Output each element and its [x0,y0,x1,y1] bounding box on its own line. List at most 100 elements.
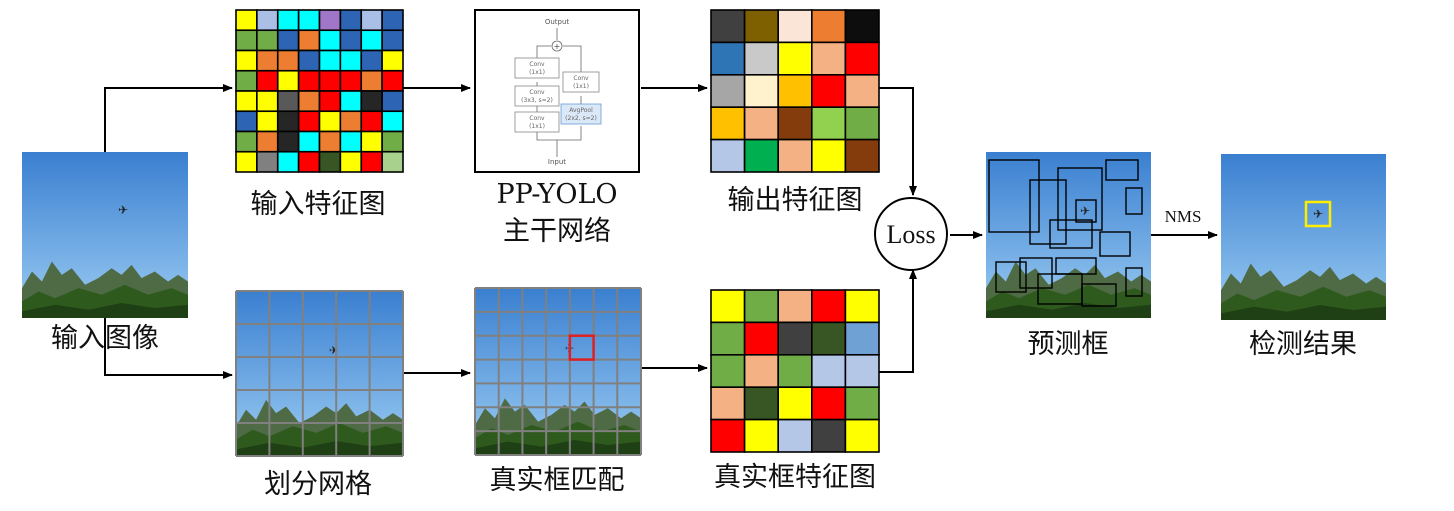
conv-box-bottom-left [514,111,560,133]
feature-cell [381,29,404,52]
feature-cell [318,130,342,153]
conv-box-bottom-left-l2: (1x1) [529,123,545,130]
feature-cell [810,74,847,109]
feature-cell [844,418,880,453]
grid-split-image: ✈ [235,290,404,457]
feature-cell [297,130,321,153]
feature-cell [318,29,342,52]
feature-cell [710,106,746,141]
feature-cell [297,49,321,72]
feature-cell [743,106,779,141]
feature-cell [297,69,321,92]
pred-box [1125,187,1143,215]
arrow-gtfeature-to-loss [879,269,917,373]
label-input-image: 输入图像 [51,323,159,354]
feature-cell [810,138,847,173]
label-detection-result: 检测结果 [1249,329,1357,360]
connectors [104,84,1218,379]
feature-cell [743,353,779,388]
feature-cell [339,49,363,72]
feature-cell [844,41,880,76]
arrow-output-to-loss [879,87,917,196]
feature-cell [360,110,383,133]
feature-cell [710,9,746,44]
feature-cell [339,130,363,153]
feature-cell [710,418,746,453]
feature-cell [777,353,813,388]
loss-circle [874,197,948,271]
feature-cell [318,69,342,92]
feature-cell [235,110,258,133]
conv-box-top-left [514,57,560,79]
backbone-input-label: Input [548,158,566,166]
feature-cell [381,110,404,133]
feature-cell [777,289,813,324]
drone-icon: ✈ [1080,204,1090,218]
feature-cell [256,29,279,52]
result-box [1304,200,1332,228]
feature-cell [810,321,847,356]
feature-cell [710,321,746,356]
backbone-block: + Output Input Conv (1x1) Conv (3x3, s=2… [474,9,640,173]
gt-feature-map [710,289,880,453]
feature-cell [844,9,880,44]
feature-cell [777,106,813,141]
conv-box-right [562,71,600,93]
feature-cell [743,9,779,44]
pred-box [1049,219,1093,249]
feature-cell [318,49,342,72]
feature-cell [360,9,383,32]
conv-box-top-left-l1: Conv [529,61,545,68]
feature-cell [276,150,300,173]
feature-cell [235,9,258,32]
feature-cell [810,289,847,324]
label-gt-feature-map: 真实框特征图 [714,462,876,493]
feature-cell [844,138,880,173]
feature-cell [710,289,746,324]
feature-cell [256,130,279,153]
feature-cell [276,29,300,52]
feature-cell [276,49,300,72]
feature-cell [743,418,779,453]
loss-label: Loss [886,220,935,249]
feature-cell [235,49,258,72]
label-output-feature-map: 输出特征图 [727,185,863,216]
feature-cell [381,150,404,173]
label-gt-match: 真实框匹配 [489,465,625,496]
feature-cell [810,386,847,421]
feature-cell [235,130,258,153]
feature-cell [844,321,880,356]
pred-box [988,159,1040,233]
feature-cell [276,90,300,113]
feature-cell [844,74,880,109]
feature-cell [256,90,279,113]
feature-cell [710,41,746,76]
label-backbone-line1: PP-YOLO [496,179,618,210]
avgpool-box-l2: (2x2, s=2) [565,115,597,122]
feature-cell [810,41,847,76]
label-grid-split: 划分网格 [264,469,372,500]
feature-cell [810,353,847,388]
feature-cell [743,41,779,76]
feature-cell [777,9,813,44]
feature-cell [360,49,383,72]
feature-cell [743,386,779,421]
feature-cell [381,49,404,72]
feature-cell [360,69,383,92]
feature-cell [276,9,300,32]
feature-cell [777,138,813,173]
feature-cell [339,150,363,173]
feature-cell [297,110,321,133]
backbone-plus: + [554,42,561,51]
feature-cell [276,69,300,92]
conv-box-top-left-l2: (1x1) [529,69,545,76]
feature-cell [339,9,363,32]
feature-cell [844,289,880,324]
detection-result-image: ✈ [1221,154,1386,320]
feature-cell [339,69,363,92]
feature-cell [810,106,847,141]
label-pred-boxes: 预测框 [1027,329,1109,360]
label-input-feature-map: 输入特征图 [250,189,386,220]
pred-box [1105,159,1139,181]
